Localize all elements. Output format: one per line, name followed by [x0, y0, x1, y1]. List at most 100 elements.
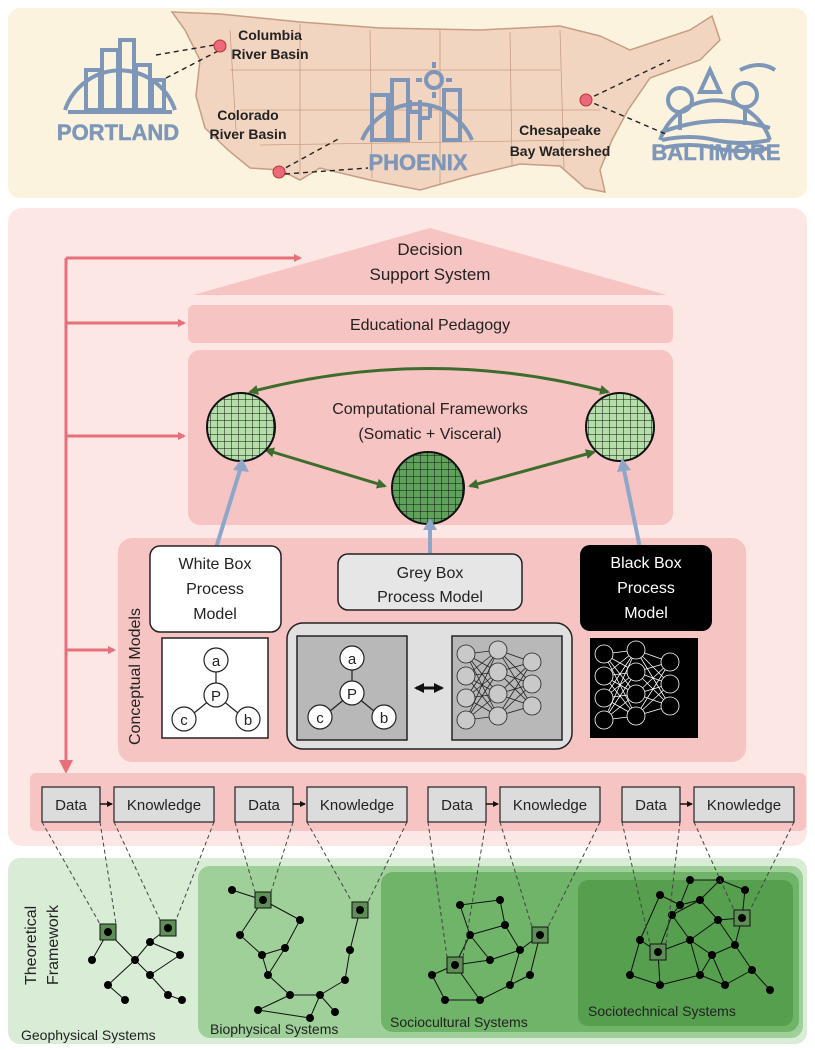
dss-line1: Decision: [397, 240, 462, 259]
network-node: [228, 886, 236, 894]
nn-neuron: [456, 644, 476, 664]
geophysical-label: Geophysical Systems: [21, 1027, 156, 1043]
colorado-label-2: River Basin: [209, 126, 286, 142]
network-edge: [734, 944, 753, 971]
network-edge: [284, 919, 301, 949]
network-edge: [629, 939, 641, 976]
network-node: [281, 944, 289, 952]
blue-arrow-white: [214, 469, 242, 549]
black-box-line3: Model: [624, 605, 668, 622]
network-edge: [309, 994, 321, 1019]
network-node: [456, 901, 464, 909]
network-edge: [629, 974, 661, 986]
white-box-line3: Model: [193, 606, 237, 623]
black-box-framework-node: [585, 392, 655, 462]
network-edge: [751, 969, 771, 991]
nn-neuron: [522, 696, 542, 716]
network-edge: [717, 919, 736, 946]
network-node: [254, 1006, 262, 1014]
data-label: Data: [248, 797, 280, 814]
network-node: [626, 971, 634, 979]
network-edge: [257, 1009, 311, 1019]
gb-node-p: P: [347, 686, 357, 703]
network-node: [654, 948, 662, 956]
nn-neuron: [594, 644, 614, 664]
nn-neuron: [626, 706, 646, 726]
map-panel: PORTLAND PHOENIX BALTIMORE: [8, 8, 807, 198]
network-edge: [711, 944, 736, 956]
biophysical-label: Biophysical Systems: [210, 1021, 338, 1037]
network-edge: [499, 899, 506, 926]
network-edge: [319, 979, 346, 996]
data-knowledge-strip: [30, 773, 806, 831]
nn-neuron: [594, 688, 614, 708]
network-node: [516, 946, 524, 954]
decision-support-roof: [193, 228, 667, 295]
network-edge: [239, 934, 263, 956]
network-edge: [689, 939, 713, 956]
grey-box-line2: Process Model: [377, 589, 483, 606]
network-node: [656, 891, 664, 899]
nn-neuron: [594, 666, 614, 686]
network-node: [476, 996, 484, 1004]
nn-neuron: [660, 696, 680, 716]
network-node: [501, 921, 509, 929]
network-edge: [489, 949, 521, 961]
network-node: [721, 981, 729, 989]
wb-node-b: b: [244, 712, 252, 729]
network-edge: [459, 904, 471, 936]
network-edge: [509, 949, 521, 986]
theoretical-panel: Theoretical Framework Geophysical System…: [8, 858, 807, 1044]
network-edge: [149, 974, 169, 996]
network-edge: [671, 914, 691, 941]
white-box-label-box: [149, 545, 282, 633]
data-label: Data: [441, 797, 473, 814]
network-node: [536, 931, 544, 939]
nn-neuron: [626, 640, 646, 660]
network-edge: [107, 959, 136, 986]
grey-box-label-box: [337, 553, 523, 611]
black-box-line1: Black Box: [610, 555, 681, 572]
knowledge-box: [499, 786, 601, 823]
network-edge: [469, 924, 506, 936]
network-edge: [504, 924, 521, 951]
data-box: [234, 786, 294, 823]
network-node: [164, 924, 172, 932]
wb-node-p: P: [211, 688, 221, 705]
nn-neuron: [626, 684, 646, 704]
network-edge: [149, 941, 181, 956]
network-node: [526, 971, 534, 979]
network-node: [428, 971, 436, 979]
network-node: [656, 981, 664, 989]
network-node: [346, 946, 354, 954]
network-node: [236, 931, 244, 939]
network-node: [451, 961, 459, 969]
knowledge-label: Knowledge: [707, 797, 781, 814]
network-edge: [689, 919, 719, 941]
portland-label: PORTLAND: [57, 120, 179, 145]
network-node: [331, 1008, 339, 1016]
grey-box-line1: Grey Box: [397, 565, 464, 582]
portland-logo: [63, 38, 177, 114]
sociotechnical-label: Sociotechnical Systems: [588, 1003, 736, 1019]
nn-neuron: [660, 674, 680, 694]
nn-neuron: [456, 688, 476, 708]
columbia-label-1: Columbia: [238, 27, 302, 43]
wb-node-a: a: [212, 653, 221, 670]
knowledge-box: [693, 786, 795, 823]
network-edge: [679, 879, 691, 906]
network-edge: [689, 939, 701, 976]
black-box-line2: Process: [617, 580, 675, 597]
network-edge: [671, 899, 701, 916]
black-box-label-box: [580, 545, 712, 631]
network-edge: [261, 947, 286, 956]
network-node: [104, 981, 112, 989]
network-node: [306, 1014, 314, 1022]
network-edge: [149, 954, 181, 976]
network-edge: [639, 894, 661, 941]
network-node: [121, 996, 129, 1004]
network-node: [766, 986, 774, 994]
data-box: [621, 786, 681, 823]
